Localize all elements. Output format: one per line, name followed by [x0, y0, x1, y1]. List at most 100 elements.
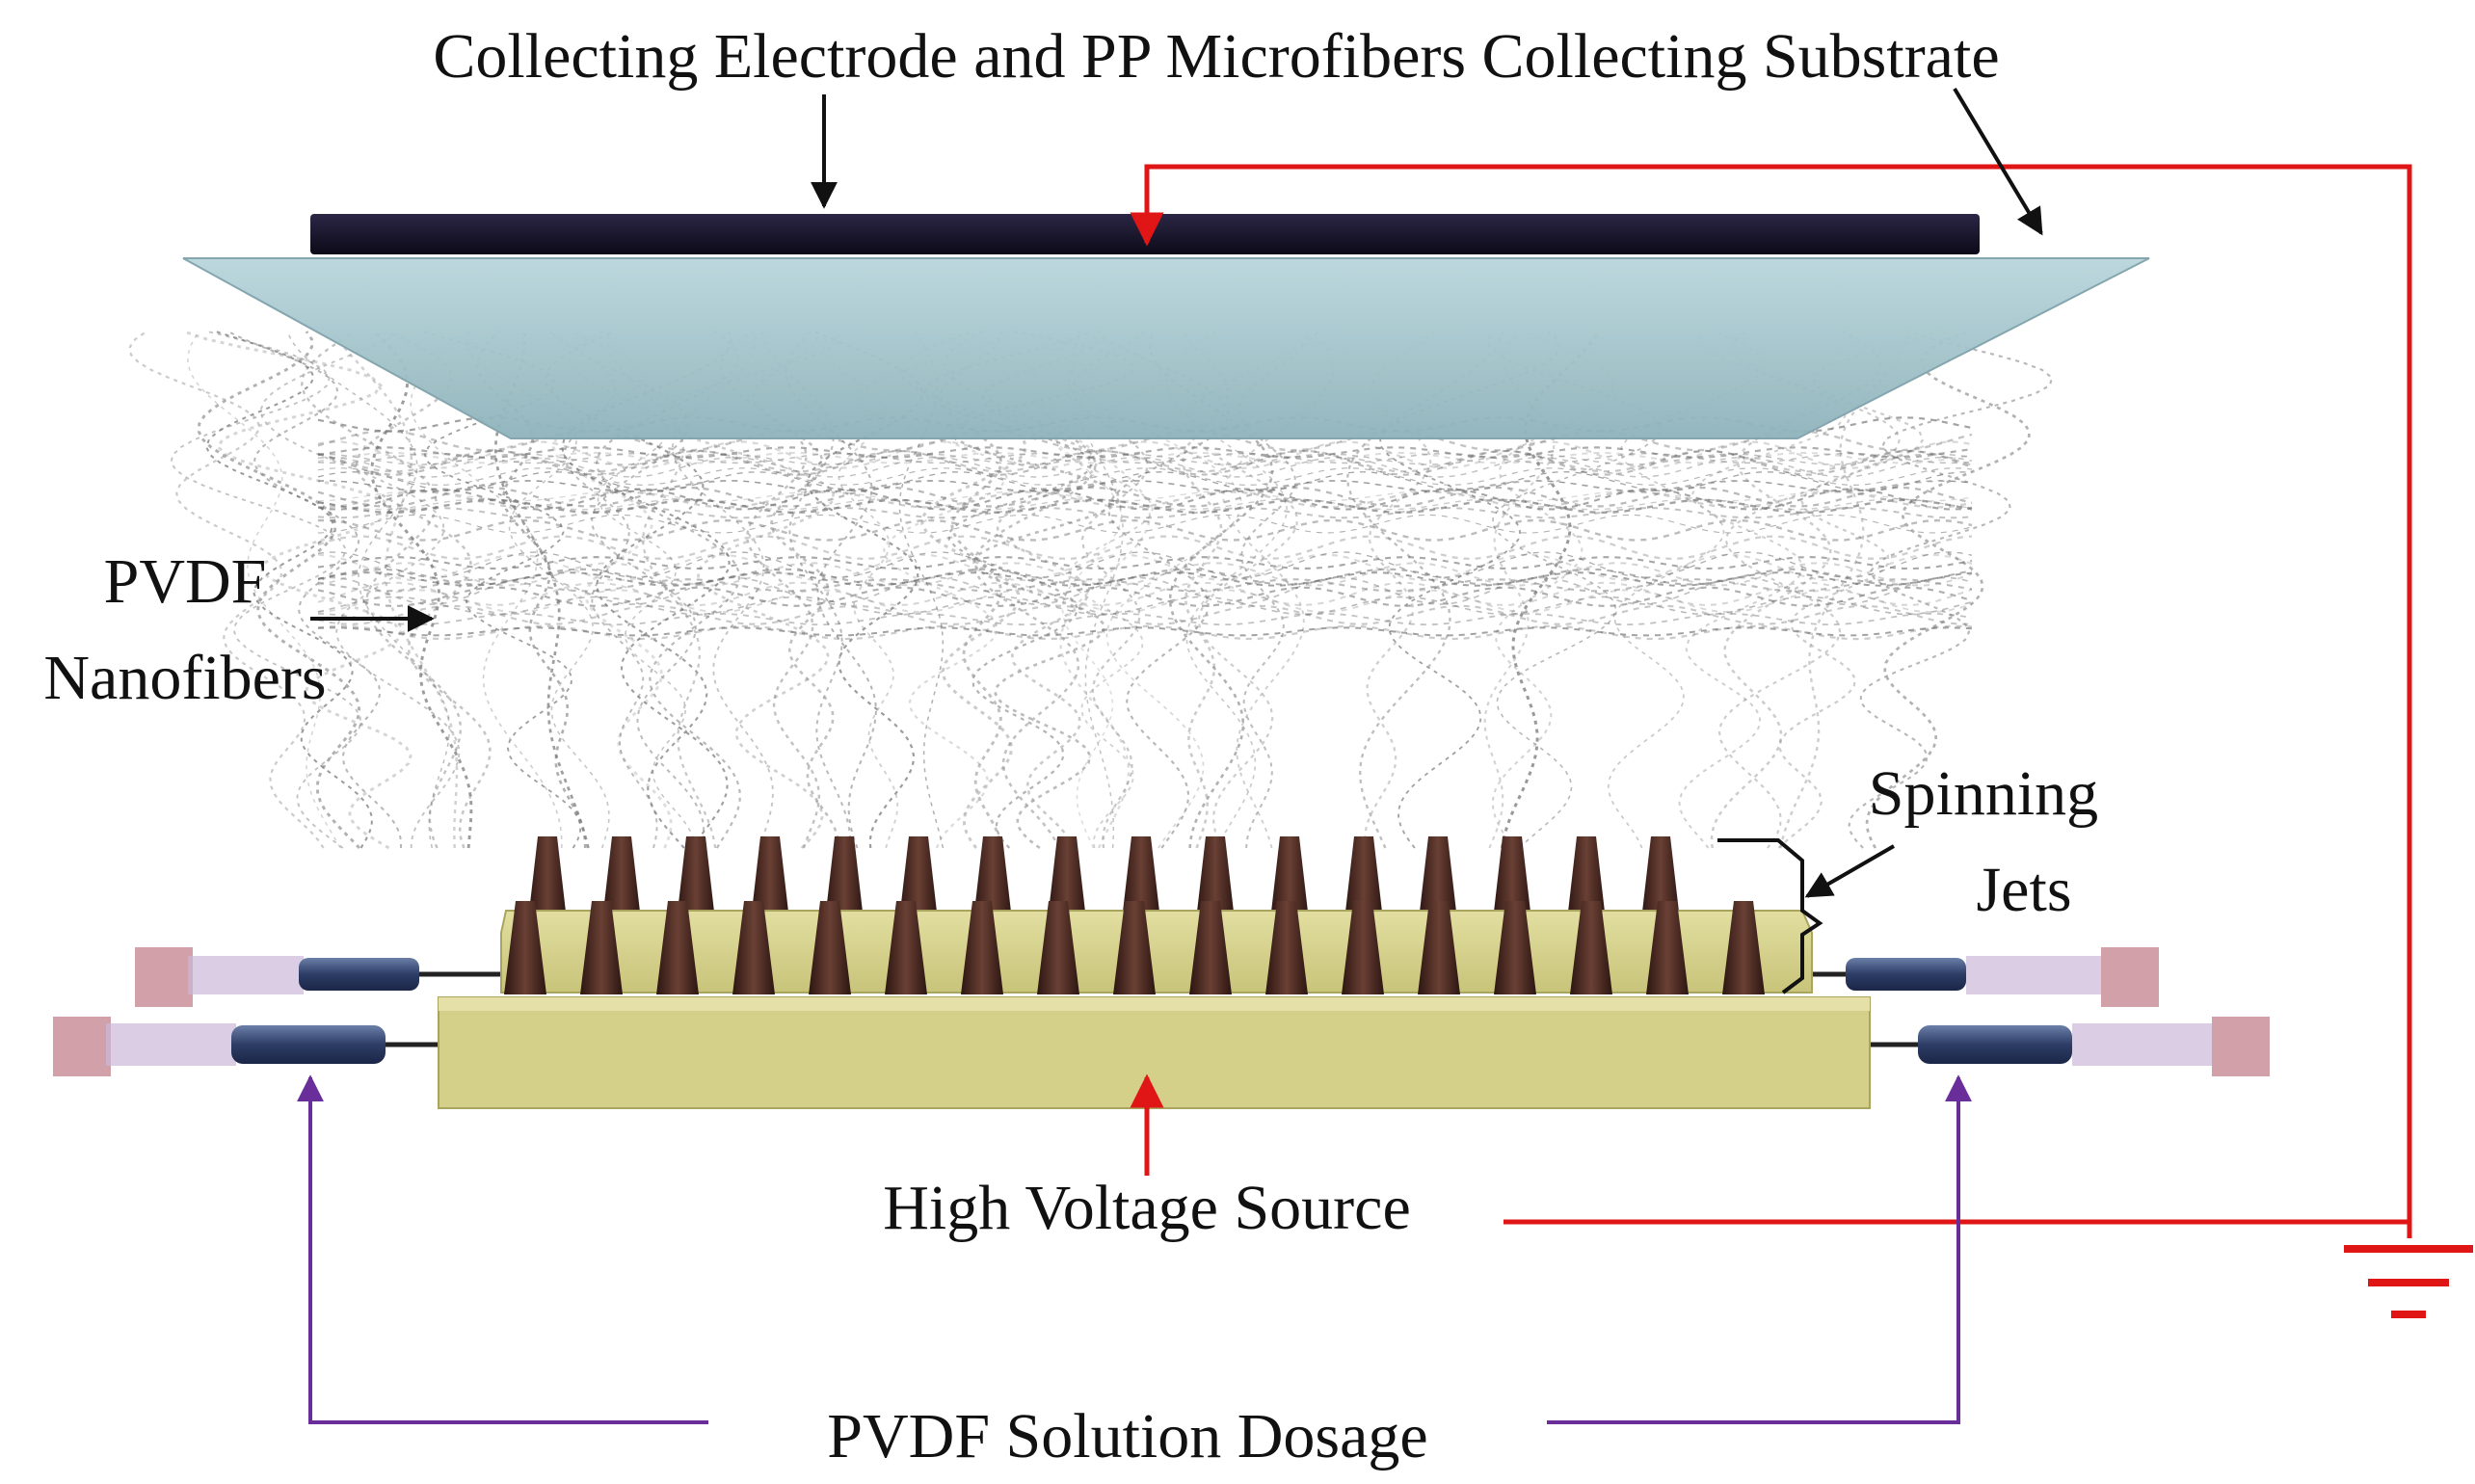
nanofiber-trace [187, 331, 341, 849]
nanofiber-mat-trace [317, 486, 1973, 508]
dosage-line-right [1547, 1074, 1972, 1424]
spinning-jet-nozzle [602, 836, 641, 920]
nanofiber-trace [205, 331, 373, 849]
nanofiber-mat-trace [317, 449, 1973, 476]
spinning-jet-nozzle [1570, 901, 1612, 994]
nanofiber-trace [1777, 330, 1940, 849]
nanofiber-trace [544, 331, 708, 849]
nanofiber-mat-trace [317, 488, 1973, 511]
spinning-jet-nozzle [504, 901, 546, 994]
spinning-jet-nozzle [1122, 836, 1160, 920]
collector-substrate-arrow [1953, 87, 2043, 236]
spinning-jet-nozzle [1418, 901, 1460, 994]
high-voltage-source-label: High Voltage Source [883, 1173, 1411, 1243]
spinning-jet-nozzle [528, 836, 567, 920]
nanofiber-mat-trace [317, 471, 1973, 492]
nanofiber-mat-trace [317, 551, 1973, 578]
nanofiber-mat-trace [317, 571, 1973, 587]
spinning-jet-nozzle [1567, 836, 1606, 920]
nanofiber-trace [1068, 331, 1124, 849]
spinning-jet-nozzle [973, 836, 1012, 920]
nanofiber-trace [370, 330, 473, 849]
base-highlight [439, 997, 1870, 1011]
spinning-jet-nozzle [580, 901, 623, 994]
nanofiber-mat-trace [317, 556, 1973, 570]
spinning-jet-nozzle [1722, 901, 1765, 994]
spinning-jets-bracket [1717, 838, 1823, 994]
nanofiber-trace [466, 331, 610, 849]
spinning-jets-front-row [504, 901, 1765, 994]
nanofiber-trace [807, 330, 924, 849]
nanofiber-trace [260, 331, 461, 849]
pvdf-solution-dosage-label: PVDF Solution Dosage [827, 1401, 1427, 1471]
nanofiber-trace [569, 331, 696, 849]
spinning-jet-nozzle [899, 836, 938, 920]
spinning-jet-nozzle [1037, 901, 1079, 994]
spinning-jet-nozzle [1189, 901, 1232, 994]
nanofiber-trace [1717, 331, 1902, 849]
nanofiber-trace [898, 330, 1028, 849]
nanofiber-mat-trace [317, 624, 1973, 641]
dosage-line-left [297, 1074, 708, 1424]
spinning-jet-nozzle [1270, 836, 1309, 920]
spinning-jet-nozzle [1342, 901, 1384, 994]
spinning-jet-nozzle [1265, 901, 1308, 994]
nanofiber-mat-trace [317, 568, 1973, 586]
nanofiber-trace [183, 330, 412, 850]
syringe-icon [53, 1017, 441, 1076]
spinning-jet-nozzle [1641, 836, 1680, 920]
syringe-icon [135, 947, 511, 1007]
pp-microfiber-substrate [182, 257, 2150, 439]
syringe-icon [1865, 1017, 2270, 1076]
nanofiber-mat-trace [317, 490, 1973, 509]
spinning-jet-nozzle [1196, 836, 1235, 920]
spinning-jet-nozzle [809, 901, 851, 994]
nanofiber-mat-trace [317, 467, 1973, 487]
nanofiber-trace [128, 331, 325, 849]
nanofiber-mat-trace [317, 612, 1973, 626]
nanofiber-trace [785, 331, 878, 849]
nanofiber-mat-trace [317, 535, 1973, 561]
spinning-jet-nozzle [677, 836, 715, 920]
spinning-jet-nozzle [1646, 901, 1689, 994]
syringe-icon [1793, 947, 2159, 1007]
nanofiber-trace [1165, 331, 1289, 849]
nanofiber-trace [1710, 330, 1882, 849]
nanofiber-trace [1607, 331, 1765, 849]
nanofiber-trace [1096, 331, 1230, 849]
spinning-jet-nozzle [1048, 836, 1086, 920]
nanofiber-mat-trace [317, 586, 1973, 608]
spinning-jets-arrow [1804, 844, 1896, 898]
nanofiber-trace [1183, 331, 1319, 849]
spinning-jet-nozzle [825, 836, 864, 920]
nanofiber-trace [561, 331, 732, 849]
nanofiber-trace [300, 330, 462, 849]
nanofiber-trace [1865, 330, 2032, 849]
nanofiber-trace [1848, 331, 2054, 849]
nanofiber-mat-trace [317, 596, 1973, 616]
nanofiber-trace [1678, 331, 1847, 849]
nanofiber-mat-trace [317, 626, 1973, 637]
collector-label: Collecting Electrode and PP Microfibers … [433, 21, 1999, 92]
nanofiber-mat-trace [317, 440, 1973, 469]
spinning-jet-nozzle [1493, 836, 1531, 920]
nanofiber-trace [1238, 331, 1308, 849]
spinning-jet-nozzle [732, 901, 775, 994]
spinneret-base-block [438, 996, 1871, 1109]
nanofiber-mat-trace [317, 456, 1973, 478]
spinning-jet-nozzle [751, 836, 789, 920]
spinning-jet-nozzle [961, 901, 1003, 994]
spinning-jets-label-line1: Spinning [1869, 758, 2098, 829]
nanofiber-trace [227, 331, 402, 848]
ground-wire-top [1130, 164, 2412, 1238]
nanofibers-label-line2: Nanofibers [43, 643, 326, 713]
spinning-jet-nozzle [1494, 901, 1536, 994]
nanofiber-mat-trace [317, 514, 1973, 534]
nanofiber-trace [671, 331, 774, 849]
nanofiber-trace [898, 331, 945, 849]
nanofiber-trace [331, 331, 459, 849]
nanofibers-label-line1: PVDF [104, 546, 267, 617]
nanofiber-mat-trace [317, 553, 1973, 582]
nanofiber-trace [197, 331, 361, 849]
